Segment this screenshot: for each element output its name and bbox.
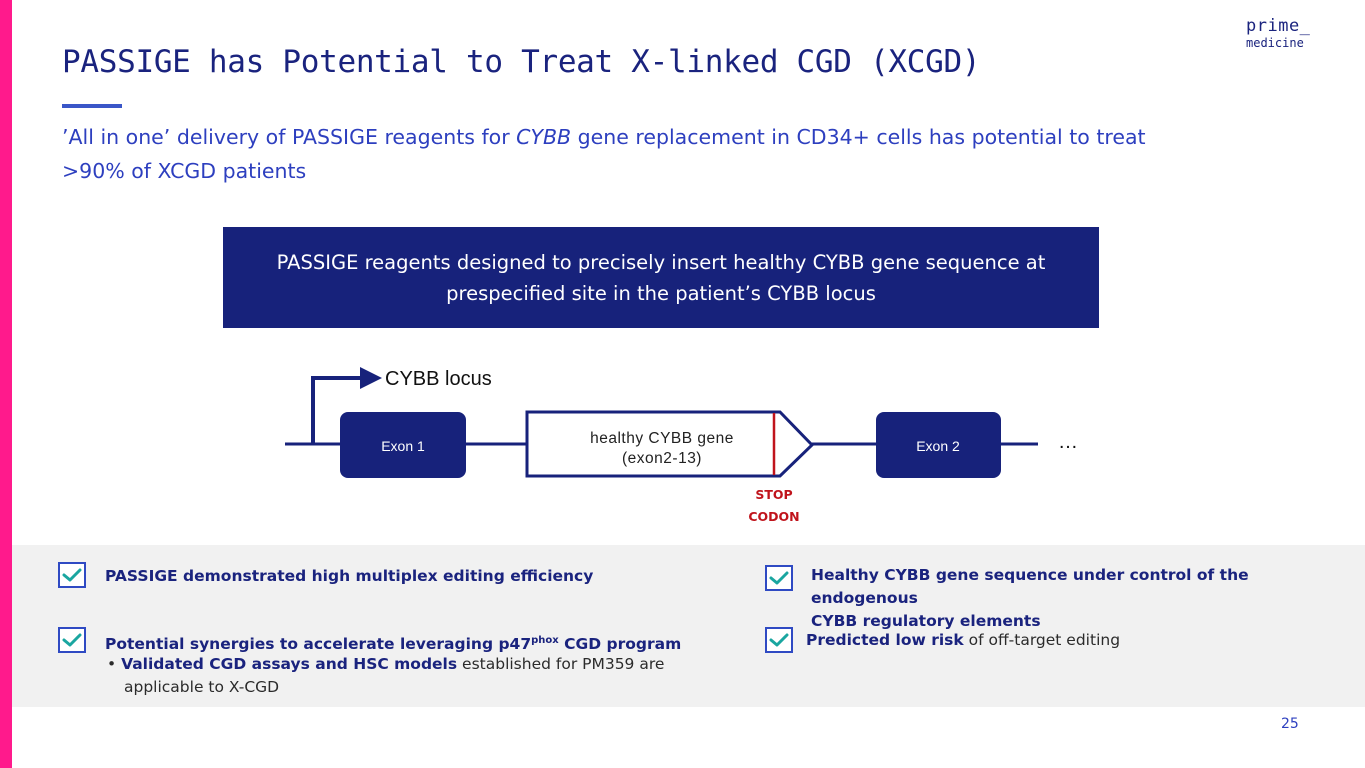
point-3-post: CGD program [558,635,682,654]
point-4-bold: Predicted low risk [806,631,964,649]
sub-bullet: • Validated CGD assays and HSC models es… [107,655,665,673]
insert-label-line-1: healthy CYBB gene [590,430,734,447]
page-number: 25 [1281,716,1299,732]
point-off-target-risk: Predicted low risk of off-target editing [806,629,1120,652]
promoter-arrow-stem [311,376,362,444]
point-3-superscript: phox [531,635,559,646]
sub-bullet-rest: established for PM359 are [457,655,665,673]
logo-line-1: prime_ [1246,16,1311,36]
subtitle-gene-italic: CYBB [516,125,572,149]
sub-bullet-line-2: applicable to X-CGD [124,678,280,696]
slide-title: PASSIGE has Potential to Treat X-linked … [62,44,981,80]
exon-1-label: Exon 1 [381,438,425,454]
insert-label-line-2: (exon2-13) [622,450,702,467]
cybb-locus-diagram: CYBB locus Exon 1 healthy CYBB gene (exo… [285,367,1078,524]
subtitle-part-2: gene replacement in CD34+ cells has pote… [62,125,1146,183]
healthy-cybb-insert [525,410,815,478]
promoter-arrow-head [360,367,382,389]
point-1-text: PASSIGE demonstrated high multiplex edit… [105,567,594,585]
exon-1-box [340,412,466,478]
point-3-pre: Potential synergies to accelerate levera… [105,635,532,654]
slide-subtitle: ’All in one’ delivery of PASSIGE reagent… [62,120,1162,188]
checkbox-checked-icon [765,627,793,653]
stop-label-line-2: CODON [748,509,799,524]
key-points-panel [12,545,1365,707]
exon-2-box [876,412,1001,478]
continuation-ellipsis: … [1058,431,1078,453]
accent-side-bar [0,0,12,768]
checkbox-checked-icon [58,627,86,653]
point-endogenous-control: Healthy CYBB gene sequence under control… [811,564,1351,633]
logo-line-2: medicine [1246,36,1304,50]
locus-label: CYBB locus [385,368,492,390]
point-multiplex-efficiency: PASSIGE demonstrated high multiplex edit… [105,565,593,588]
checkbox-checked-icon [765,565,793,591]
subtitle-part-1: ’All in one’ delivery of PASSIGE reagent… [62,125,517,149]
summary-banner: PASSIGE reagents designed to precisely i… [223,227,1099,328]
exon-2-label: Exon 2 [916,438,960,454]
title-underline [62,104,122,108]
sub-bullet-bold: Validated CGD assays and HSC models [121,655,458,673]
stop-label-line-1: STOP [755,487,792,502]
point-2-line-2: CYBB regulatory elements [811,612,1041,630]
point-2-line-1: Healthy CYBB gene sequence under control… [811,566,1249,607]
point-4-rest: of off-target editing [963,631,1121,649]
point-p47phox-synergies: Potential synergies to accelerate levera… [105,629,681,656]
company-logo: prime_ medicine [1246,16,1311,50]
checkbox-checked-icon [58,562,86,588]
